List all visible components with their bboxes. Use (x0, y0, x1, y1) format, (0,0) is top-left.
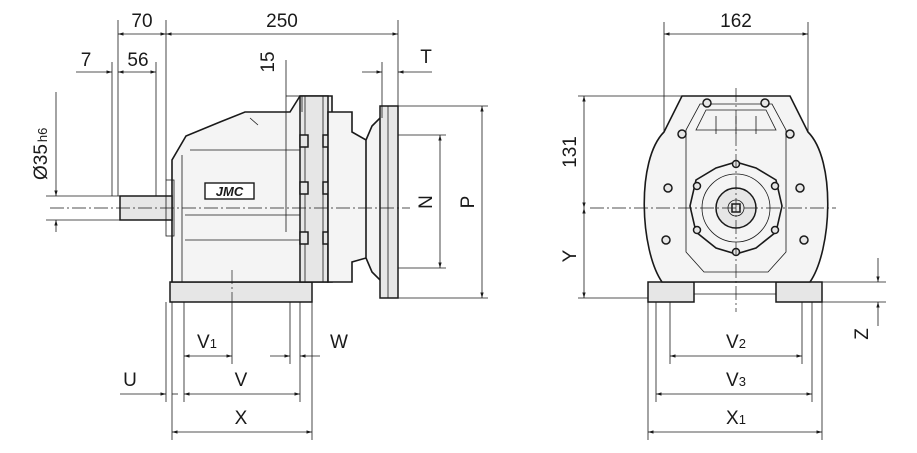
bolt-icon (299, 134, 309, 148)
dim-n: N (416, 195, 437, 209)
bolt-icon (760, 98, 770, 108)
base-foot (169, 281, 313, 303)
left-foot (647, 281, 695, 303)
dim-7: 7 (81, 50, 92, 71)
bolt-icon (299, 231, 309, 245)
dim-x1: X1 (726, 408, 746, 429)
right-foot (775, 281, 823, 303)
brand-logo-plate (204, 182, 255, 200)
bolt-icon (663, 183, 673, 193)
bolt-icon (661, 235, 671, 245)
brand-logo: JMC (216, 184, 244, 199)
dim-56: 56 (127, 50, 148, 71)
dim-t: T (420, 47, 432, 68)
dim-162: 162 (720, 11, 752, 32)
dim-w: W (330, 332, 348, 353)
dim-shaft-diameter: Ø35h6 (31, 128, 52, 180)
dim-p: P (458, 196, 479, 209)
dim-v1: V1 (197, 332, 217, 353)
bolt-icon (692, 225, 702, 235)
dim-z: Z (852, 328, 873, 340)
dim-131: 131 (560, 136, 581, 168)
output-flange (379, 105, 399, 299)
dim-u: U (123, 370, 137, 391)
bolt-icon (692, 181, 702, 191)
dim-v2: V2 (726, 332, 746, 353)
dim-70: 70 (131, 11, 152, 32)
bolt-icon (770, 225, 780, 235)
bolt-icon (799, 235, 809, 245)
dim-y: Y (560, 249, 581, 262)
bolt-icon (677, 129, 687, 139)
bolt-icon (299, 181, 309, 195)
bolt-icon (795, 183, 805, 193)
dim-250: 250 (266, 11, 298, 32)
side-view: JMC 70 250 7 56 15 T Ø35h (31, 11, 488, 440)
bolt-icon (702, 98, 712, 108)
dim-v3: V3 (726, 370, 746, 391)
bolt-icon (770, 181, 780, 191)
bolt-icon (785, 129, 795, 139)
dim-x: X (235, 408, 248, 429)
dim-v: V (235, 370, 248, 391)
dim-15: 15 (258, 51, 279, 72)
front-view: 162 131 Y Z V2 V3 X1 (560, 11, 886, 440)
